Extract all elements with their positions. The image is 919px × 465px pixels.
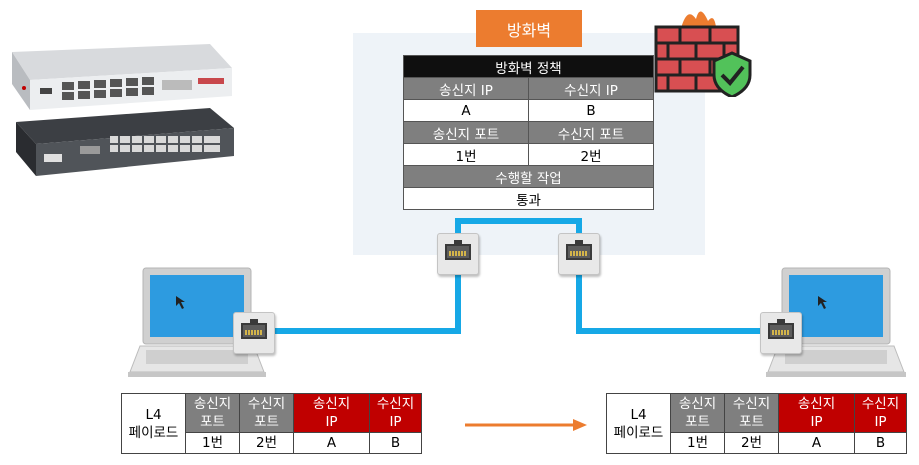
policy-src-port-label: 송신지 포트 <box>403 121 529 144</box>
laptop-icon <box>766 267 906 377</box>
ethernet-port-icon <box>760 312 802 354</box>
packet-src-port: 1번 <box>670 432 725 454</box>
packet-dst-ip: B <box>854 432 907 454</box>
cable-firewall-left-drop <box>455 218 461 238</box>
packet-dst-port: 2번 <box>239 432 294 454</box>
policy-src-ip-label: 송신지 IP <box>403 77 529 100</box>
firewall-policy-table: 방화벽 정책 송신지 IP 수신지 IP A B 송신지 포트 수신지 포트 1… <box>403 55 654 210</box>
cable-firewall-right-drop <box>576 218 582 238</box>
cable-left-vertical <box>455 270 461 332</box>
cable-left-horizontal <box>272 328 461 334</box>
cable-right-horizontal <box>576 328 766 334</box>
policy-dst-ip: B <box>528 99 654 122</box>
cable-right-vertical <box>576 270 582 332</box>
policy-action-label: 수행할 작업 <box>403 165 654 188</box>
policy-header: 방화벽 정책 <box>403 55 654 78</box>
policy-src-ip: A <box>403 99 529 122</box>
paloalto-appliance <box>12 44 232 110</box>
packet-src-ip: A <box>778 432 855 454</box>
laptop-icon <box>128 267 266 377</box>
policy-dst-port-label: 수신지 포트 <box>528 121 654 144</box>
cable-firewall-top <box>455 218 582 224</box>
sonicwall-appliance <box>16 108 234 176</box>
policy-src-port: 1번 <box>403 143 529 166</box>
packet-dst-ip: B <box>369 432 422 454</box>
policy-action: 통과 <box>403 187 654 210</box>
appliance-images <box>12 44 234 176</box>
firewall-title: 방화벽 <box>476 10 582 47</box>
ethernet-port-icon <box>558 233 600 275</box>
firewall-shield-icon <box>654 11 752 97</box>
ethernet-port-icon <box>233 312 275 354</box>
packet-src-port: 1번 <box>185 432 240 454</box>
packet-src-ip: A <box>293 432 370 454</box>
policy-dst-port: 2번 <box>528 143 654 166</box>
arrow-right-icon <box>465 419 587 431</box>
policy-dst-ip-label: 수신지 IP <box>528 77 654 100</box>
packet-dst-port: 2번 <box>724 432 779 454</box>
ethernet-port-icon <box>437 233 479 275</box>
